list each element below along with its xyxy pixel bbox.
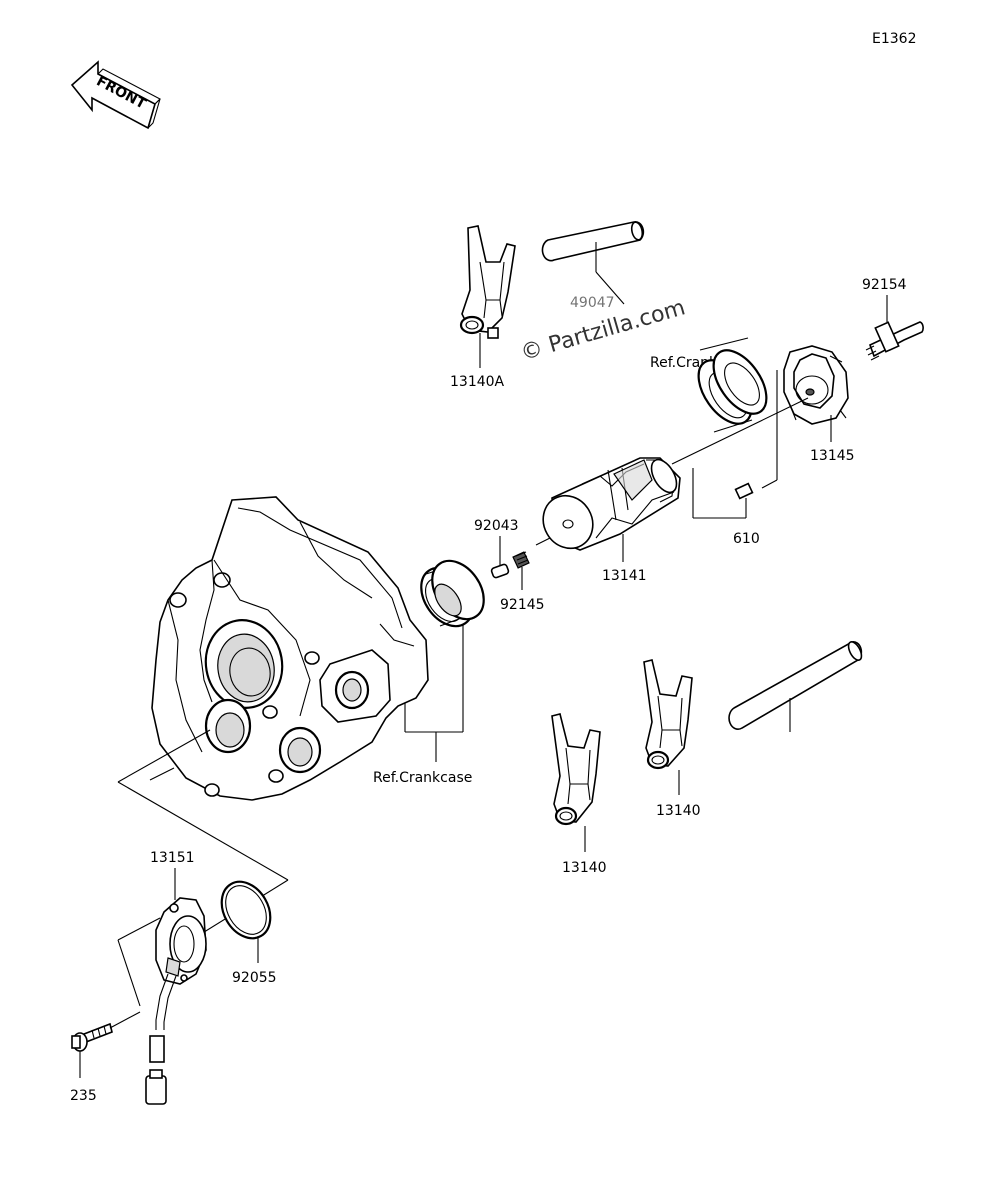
part-label-235: 235	[70, 1088, 97, 1104]
needle-bearing[interactable]	[411, 551, 495, 636]
shift-drum-13141[interactable]	[534, 455, 682, 557]
part-label-92154: 92154	[862, 277, 907, 293]
shift-drum-cam-13145[interactable]	[783, 345, 849, 425]
shift-rod-upper[interactable]	[541, 221, 645, 262]
diagram-code: E1362	[872, 31, 916, 47]
part-label-92145: 92145	[500, 597, 545, 613]
part-label-13140-left: 13140	[562, 860, 607, 876]
shift-fork-13140-left[interactable]	[551, 713, 601, 826]
part-label-49047-upper: 49047	[570, 295, 615, 311]
part-label-610: 610	[733, 531, 760, 547]
part-label-13140a: 13140A	[450, 374, 505, 390]
part-label-13140-right: 13140	[656, 803, 701, 819]
pin-610[interactable]	[734, 482, 754, 500]
spring-92145[interactable]	[512, 551, 530, 569]
bolt-235[interactable]	[71, 1022, 113, 1052]
shift-fork-13140a[interactable]	[459, 225, 516, 339]
drum-bearing[interactable]	[688, 337, 777, 433]
shift-fork-13140-right[interactable]	[643, 659, 693, 770]
part-label-13145: 13145	[810, 448, 855, 464]
bolt-92154[interactable]	[865, 321, 924, 361]
part-label-92055: 92055	[232, 970, 277, 986]
front-arrow-icon: FRONT	[70, 60, 161, 130]
part-label-92043: 92043	[474, 518, 519, 534]
gear-position-sensor-13151[interactable]	[145, 897, 207, 1105]
crankcase-housing	[149, 496, 429, 801]
ref-crankcase-mid: Ref.Crankcase	[373, 770, 472, 786]
part-label-13151: 13151	[150, 850, 195, 866]
o-ring-92055[interactable]	[212, 873, 280, 947]
shift-rod-49047[interactable]	[728, 640, 864, 730]
pin-92043[interactable]	[490, 563, 510, 579]
part-label-13141: 13141	[602, 568, 647, 584]
